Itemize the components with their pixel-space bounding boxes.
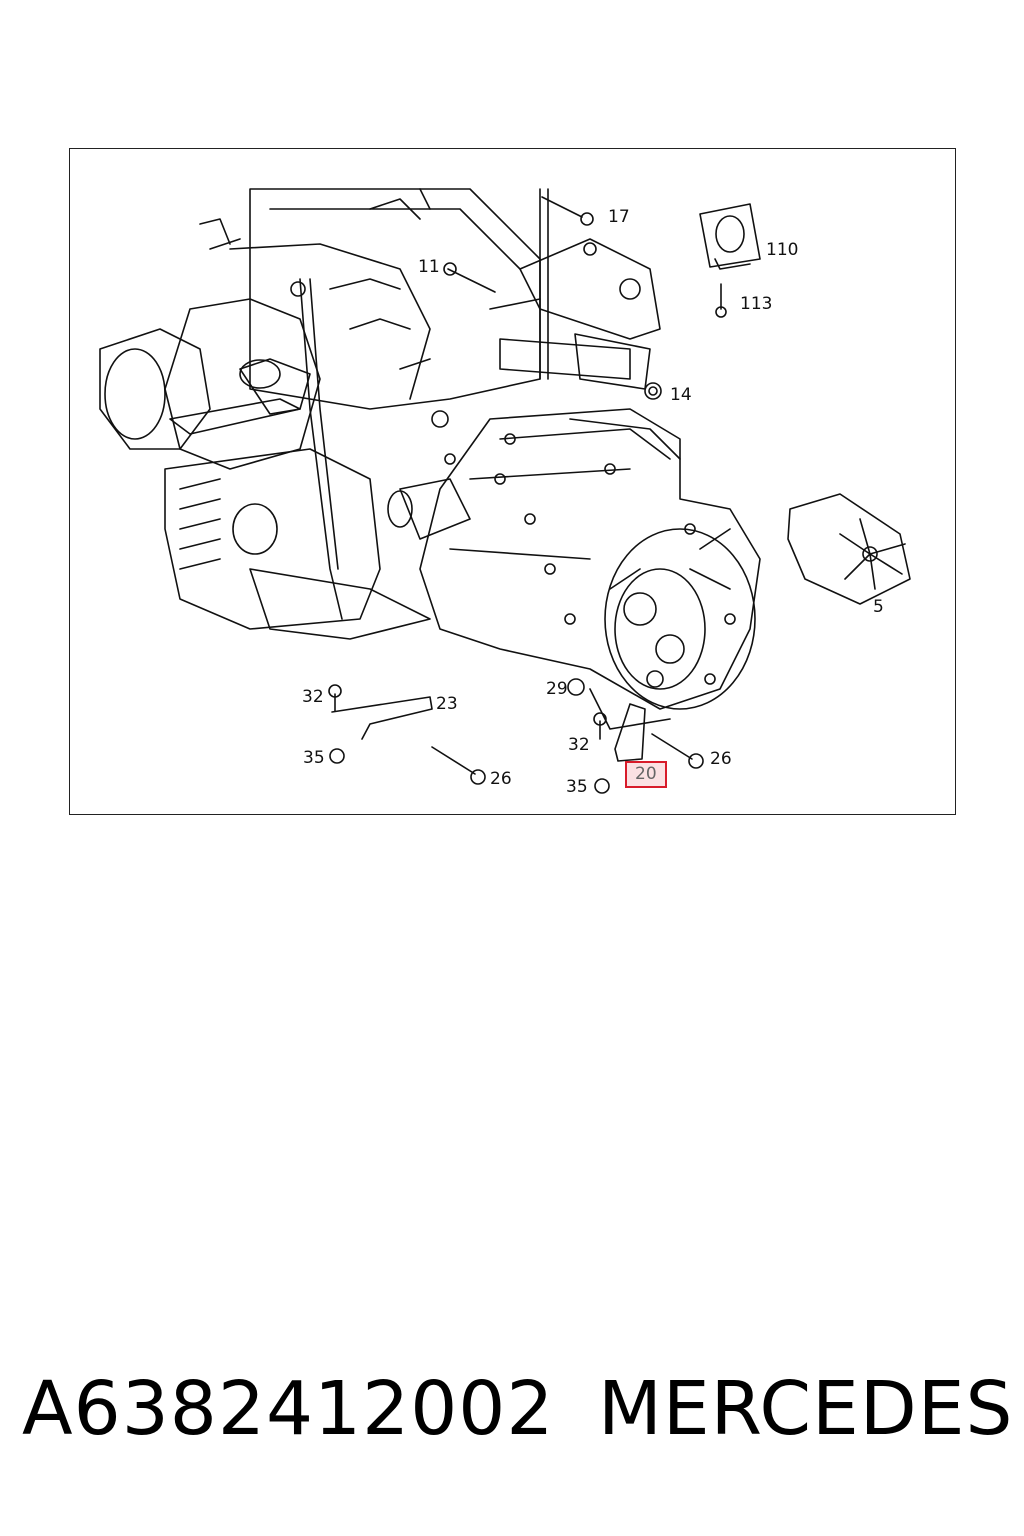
engine-block	[99, 188, 631, 640]
callout-35-left: 35	[303, 748, 325, 768]
rear-mount-5	[787, 493, 911, 605]
callout-23: 23	[436, 694, 458, 714]
upper-mount-bracket	[519, 188, 661, 390]
callout-32-left: 32	[302, 687, 324, 707]
callout-11: 11	[418, 257, 440, 277]
callout-20-highlighted: 20	[625, 761, 667, 788]
transmission-housing	[387, 408, 761, 730]
callout-29: 29	[546, 679, 568, 699]
callout-17: 17	[608, 207, 630, 227]
callout-110: 110	[766, 240, 799, 260]
callout-26-left: 26	[490, 769, 512, 789]
callout-32-right: 32	[568, 735, 590, 755]
fasteners	[328, 196, 727, 794]
engine-mount-110	[699, 203, 761, 270]
diagram-frame: 17 110 11 113 14 5 29 32 23 35 26 32 26 …	[69, 148, 956, 815]
callout-35-right: 35	[566, 777, 588, 797]
part-number: A6382412002	[22, 1366, 555, 1452]
callout-26-right: 26	[710, 749, 732, 769]
engine-transmission-diagram	[99, 188, 911, 794]
callout-14: 14	[670, 385, 692, 405]
callout-113: 113	[740, 294, 773, 314]
brand-name: MERCEDES	[598, 1366, 1014, 1452]
callout-5: 5	[873, 597, 884, 617]
